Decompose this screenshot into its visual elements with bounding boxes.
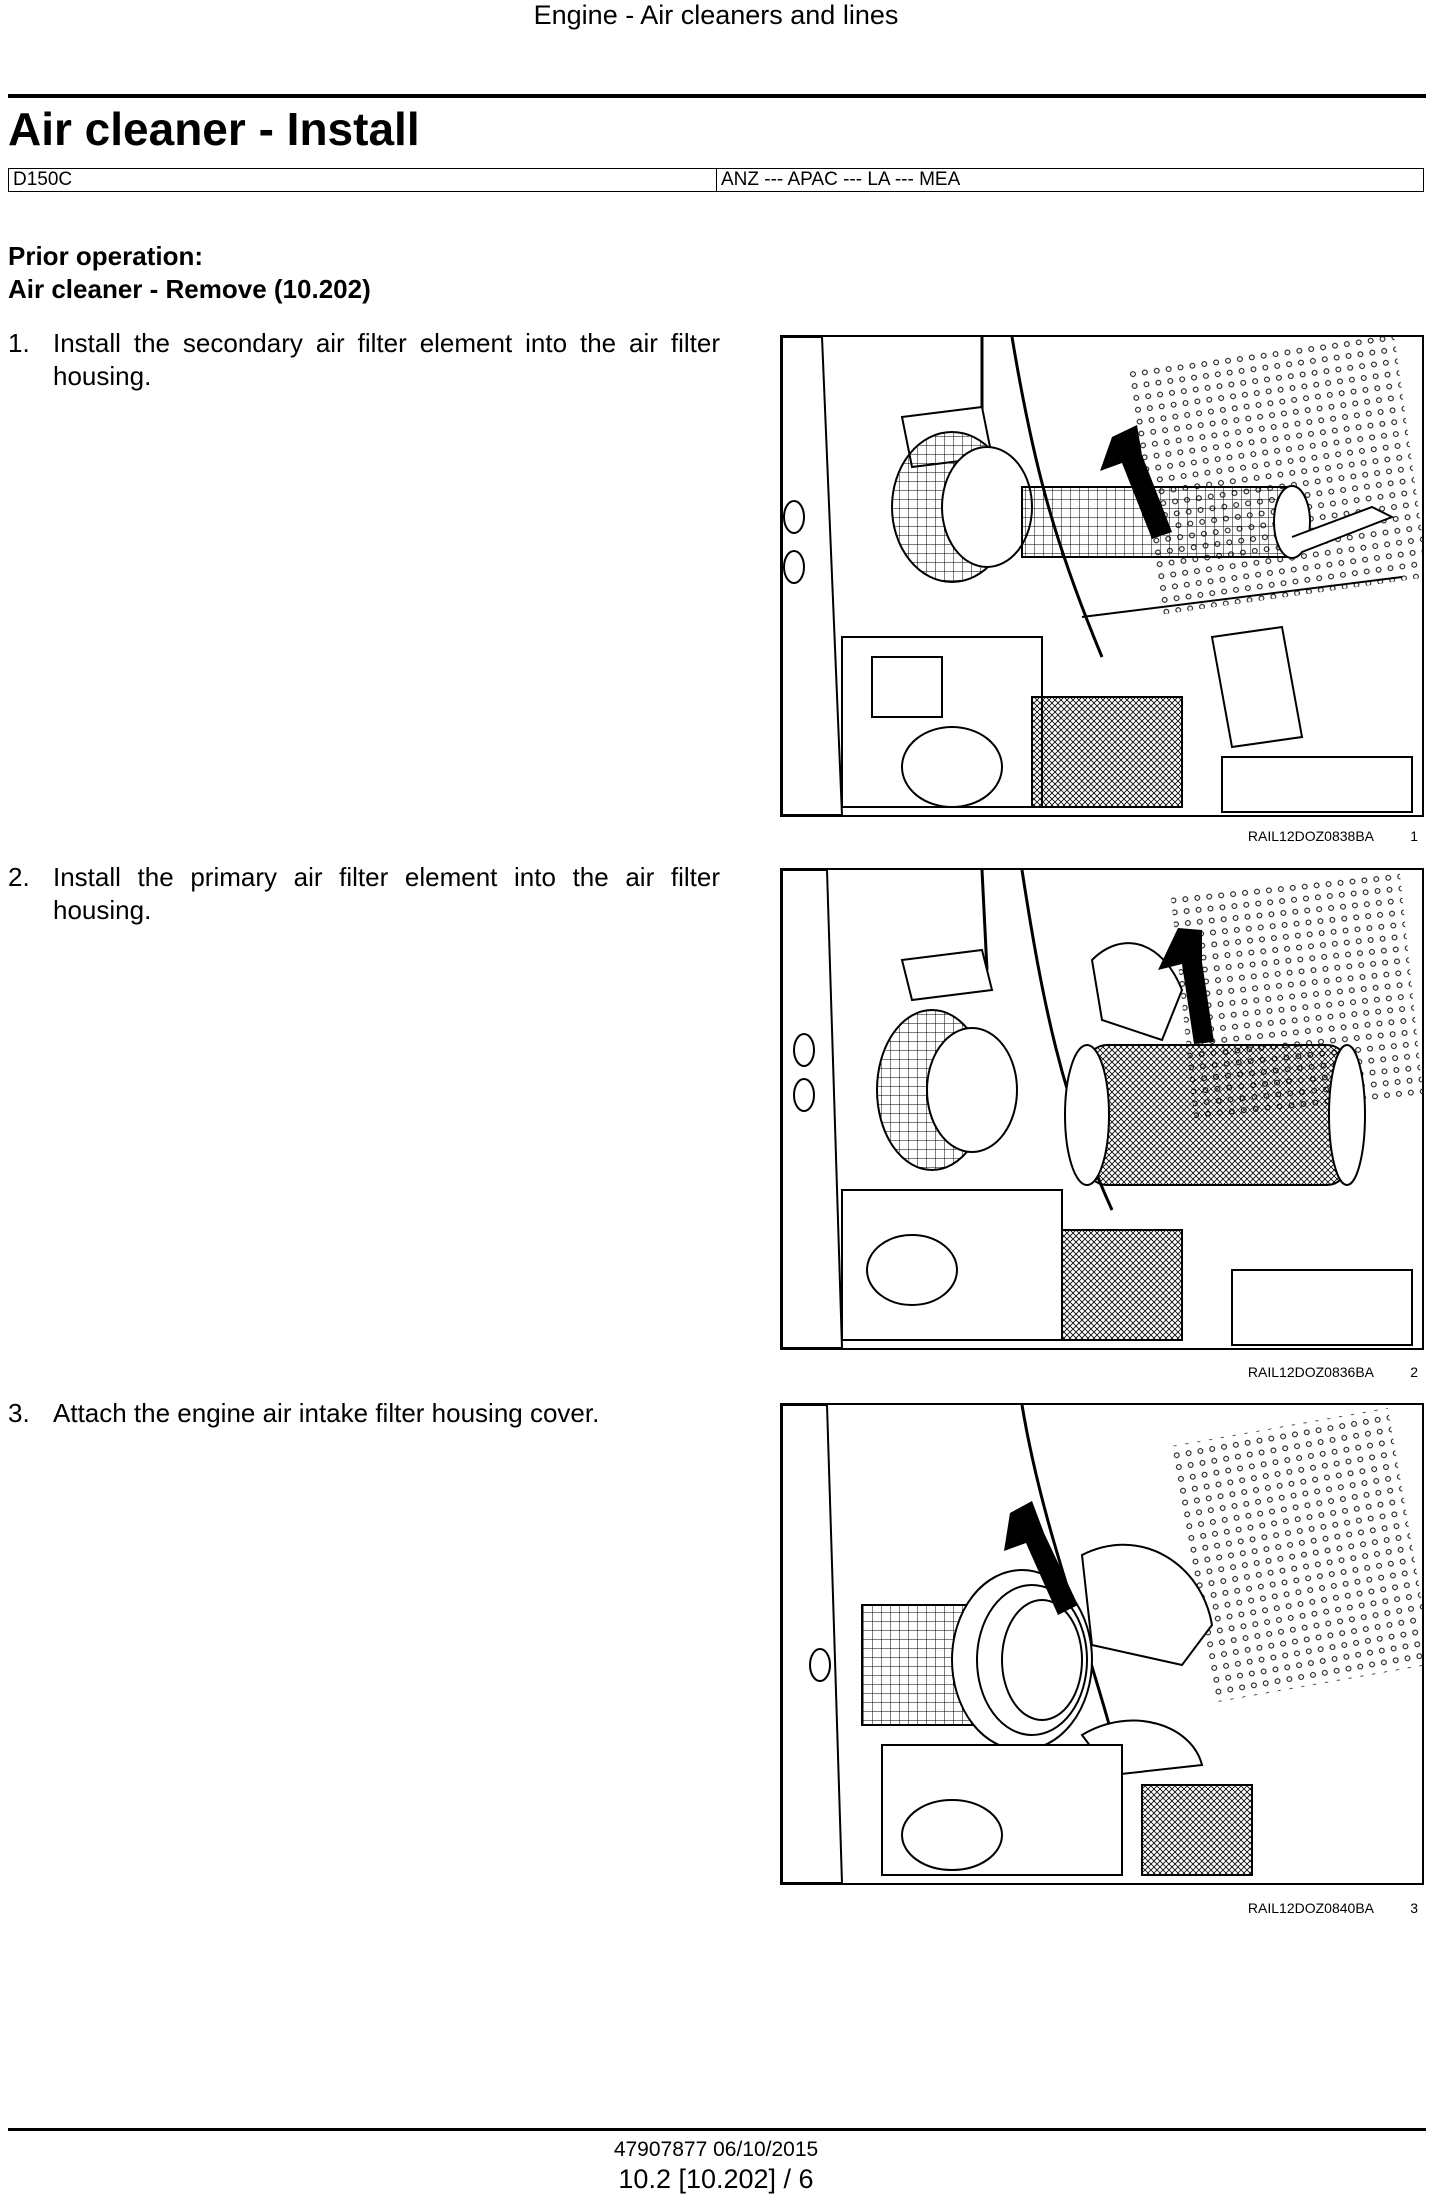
header-rule bbox=[8, 94, 1426, 98]
footer-rule bbox=[8, 2128, 1426, 2131]
figure-code: RAIL12DOZ0838BA bbox=[1247, 828, 1374, 844]
prior-operation-link[interactable]: Air cleaner - Remove (10.202) bbox=[8, 274, 371, 304]
running-header: Engine - Air cleaners and lines bbox=[533, 0, 899, 30]
footer-doc-ref: 47907877 06/10/2015 bbox=[613, 2138, 819, 2161]
figure-3-illustration bbox=[780, 1403, 1424, 1885]
step-3: 3. Attach the engine air intake filter h… bbox=[8, 1397, 720, 1430]
step-text: Install the primary air filter element i… bbox=[53, 862, 720, 925]
prior-operation-label: Prior operation: bbox=[8, 241, 204, 271]
figure-number: 2 bbox=[1410, 1364, 1418, 1380]
figure-code: RAIL12DOZ0836BA bbox=[1247, 1364, 1374, 1380]
prior-operation: Prior operation: Air cleaner - Remove (1… bbox=[8, 240, 371, 306]
applicability-model: D150C bbox=[9, 169, 717, 191]
figure-number: 1 bbox=[1410, 828, 1418, 844]
step-number: 2. bbox=[8, 862, 30, 892]
step-text: Attach the engine air intake filter hous… bbox=[53, 1398, 600, 1428]
figure-code: RAIL12DOZ0840BA bbox=[1247, 1900, 1374, 1916]
step-number: 1. bbox=[8, 328, 30, 358]
page-title: Air cleaner - Install bbox=[8, 103, 420, 155]
step-text: Install the secondary air filter element… bbox=[53, 328, 720, 391]
step-number: 3. bbox=[8, 1398, 30, 1428]
figure-number: 3 bbox=[1410, 1900, 1418, 1916]
applicability-regions: ANZ --- APAC --- LA --- MEA bbox=[721, 169, 961, 190]
applicability-table: D150C ANZ --- APAC --- LA --- MEA bbox=[8, 168, 1424, 192]
figure-2-illustration bbox=[780, 868, 1424, 1350]
step-1: 1. Install the secondary air filter elem… bbox=[8, 327, 720, 393]
step-2: 2. Install the primary air filter elemen… bbox=[8, 861, 720, 927]
footer-page-number: 10.2 [10.202] / 6 bbox=[618, 2164, 814, 2194]
figure-1-illustration bbox=[780, 335, 1424, 817]
